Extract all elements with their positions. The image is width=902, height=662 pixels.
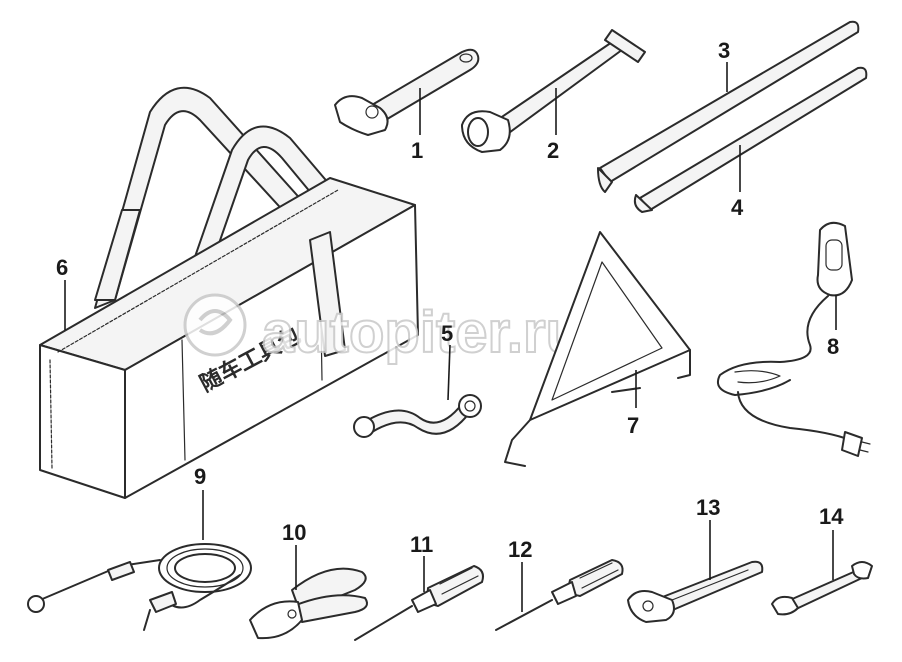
part-label-10: 10 <box>282 520 306 545</box>
part-label-2: 2 <box>547 138 559 163</box>
tire-inflator-hose-illustration <box>27 543 252 631</box>
part-label-5: 5 <box>441 321 453 346</box>
part-label-4: 4 <box>731 195 744 220</box>
part-label-9: 9 <box>194 464 206 489</box>
screwdriver-cross-illustration <box>354 565 484 641</box>
watermark-text: autopiter.ru <box>262 300 581 365</box>
work-lamp-illustration <box>716 221 871 457</box>
part-label-14: 14 <box>819 504 844 529</box>
part-label-7: 7 <box>627 413 639 438</box>
part-label-13: 13 <box>696 495 720 520</box>
pry-bar-long-illustration <box>597 20 860 193</box>
part-label-3: 3 <box>718 38 730 63</box>
warning-triangle-illustration <box>504 231 691 467</box>
adjustable-wrench-large-illustration <box>627 560 764 623</box>
screwdriver-flat-illustration <box>495 559 624 631</box>
tool-bag-illustration <box>39 86 419 499</box>
ring-wrench-illustration <box>353 394 482 438</box>
part-label-1: 1 <box>411 138 423 163</box>
leader-line-5 <box>447 344 451 401</box>
watermark-logo-icon <box>183 293 247 357</box>
wheel-nut-wrench-illustration <box>461 29 646 153</box>
open-end-wrench-illustration <box>771 561 873 616</box>
part-label-12: 12 <box>508 537 532 562</box>
part-label-8: 8 <box>827 334 839 359</box>
part-label-6: 6 <box>56 255 68 280</box>
pliers-illustration <box>249 567 368 640</box>
adjustable-wrench-illustration <box>334 48 480 136</box>
part-label-11: 11 <box>410 532 433 557</box>
pry-bar-short-illustration <box>633 66 868 213</box>
